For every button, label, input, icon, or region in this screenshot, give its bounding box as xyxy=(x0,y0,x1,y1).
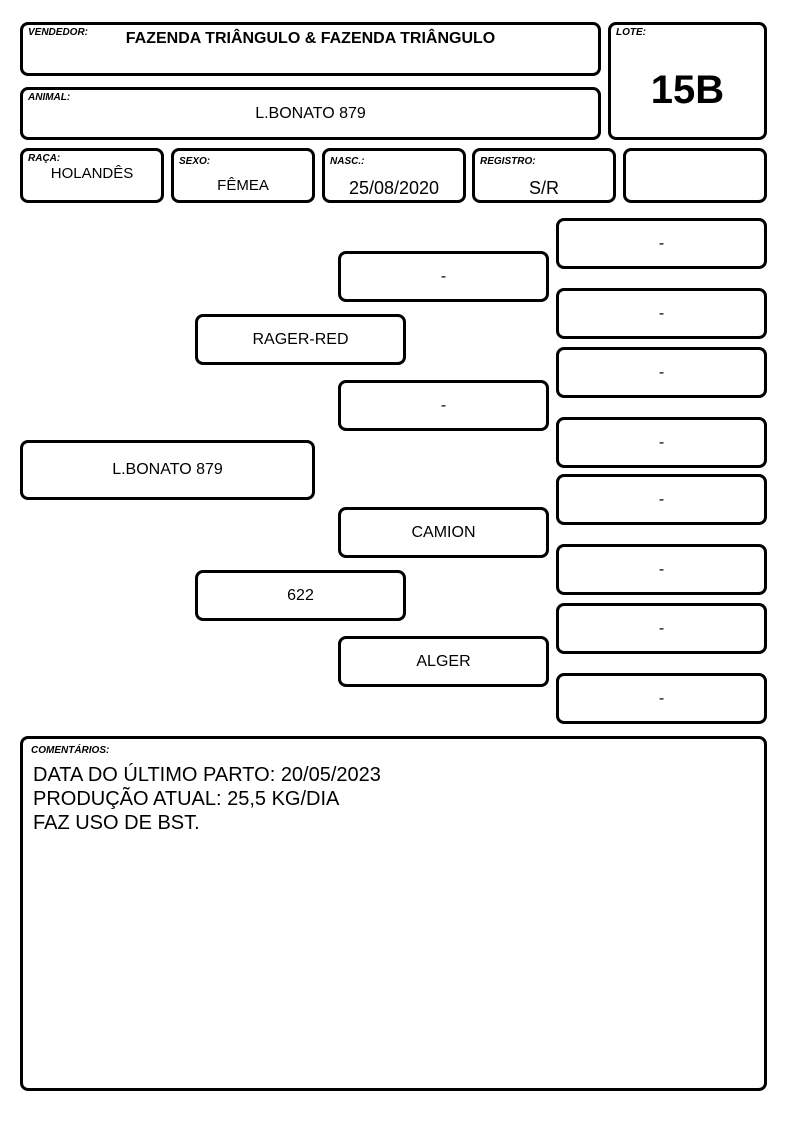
pedigree-sire: RAGER-RED xyxy=(195,314,406,365)
registry-box: REGISTRO: S/R xyxy=(472,148,616,203)
comment-line: FAZ USO DE BST. xyxy=(33,812,200,834)
seller-label: VENDEDOR: xyxy=(28,27,89,38)
breed-label: RAÇA: xyxy=(28,153,61,164)
pedigree-ggp-3: - xyxy=(556,347,767,398)
birth-box: NASC.: 25/08/2020 xyxy=(322,148,466,203)
lot-box: LOTE: 15B xyxy=(608,22,767,140)
comment-line: PRODUÇÃO ATUAL: 25,5 KG/DIA xyxy=(33,788,340,810)
comment-line: DATA DO ÚLTIMO PARTO: 20/05/2023 xyxy=(33,764,381,786)
breed-value: HOLANDÊS xyxy=(50,165,134,182)
pedigree-ggp-4: - xyxy=(556,417,767,468)
pedigree-dam: 622 xyxy=(195,570,406,621)
birth-label: NASC.: xyxy=(330,156,365,167)
sex-box: SEXO: FÊMEA xyxy=(171,148,315,203)
pedigree-dam-dam: ALGER xyxy=(338,636,549,687)
registry-value: S/R xyxy=(528,178,559,198)
comments-box: COMENTÁRIOS: DATA DO ÚLTIMO PARTO: 20/05… xyxy=(20,736,767,1091)
sex-label: SEXO: xyxy=(179,156,211,167)
pedigree-ggp-8: - xyxy=(556,673,767,724)
sex-value: FÊMEA xyxy=(217,177,269,194)
birth-value: 25/08/2020 xyxy=(348,178,440,198)
breed-box: RAÇA: HOLANDÊS xyxy=(20,148,164,203)
pedigree-ggp-2: - xyxy=(556,288,767,339)
comments-text: DATA DO ÚLTIMO PARTO: 20/05/2023 PRODUÇÃ… xyxy=(33,763,754,835)
animal-name: L.BONATO 879 xyxy=(255,105,366,122)
pedigree-animal: L.BONATO 879 xyxy=(20,440,315,500)
pedigree-sire-sire: - xyxy=(338,251,549,302)
pedigree-ggp-1: - xyxy=(556,218,767,269)
pedigree-ggp-6: - xyxy=(556,544,767,595)
pedigree-sire-dam: - xyxy=(338,380,549,431)
lot-number: 15B xyxy=(650,68,725,112)
registry-label: REGISTRO: xyxy=(480,156,536,167)
seller-box: VENDEDOR: FAZENDA TRIÂNGULO & FAZENDA TR… xyxy=(20,22,601,76)
pedigree-ggp-5: - xyxy=(556,474,767,525)
lot-label: LOTE: xyxy=(616,27,646,38)
comments-label: COMENTÁRIOS: xyxy=(31,745,110,756)
pedigree-ggp-7: - xyxy=(556,603,767,654)
extra-box xyxy=(623,148,767,203)
animal-box: ANIMAL: L.BONATO 879 xyxy=(20,87,601,140)
animal-label: ANIMAL: xyxy=(28,92,71,103)
seller-name: FAZENDA TRIÂNGULO & FAZENDA TRIÂNGULO xyxy=(125,30,496,47)
pedigree-dam-sire: CAMION xyxy=(338,507,549,558)
